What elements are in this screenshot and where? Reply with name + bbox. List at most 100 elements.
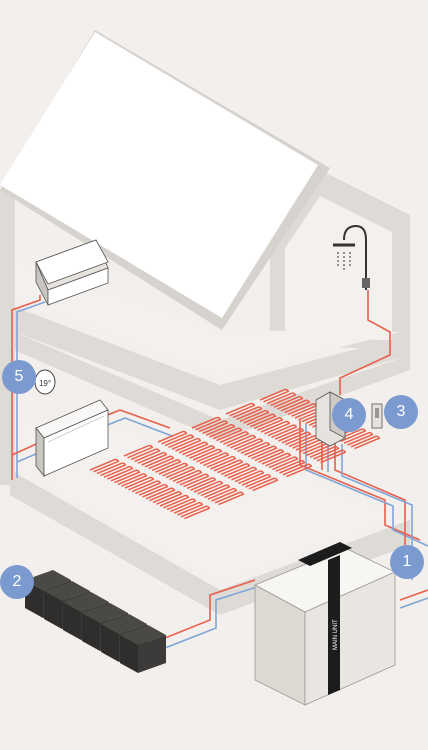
heating-loop [192,448,223,463]
badge-2-label: 2 [12,573,22,590]
heating-loop [219,431,250,445]
heating-loop [206,455,237,470]
cold-pipe-module [341,444,413,580]
heating-loop [137,451,168,466]
heating-loop [166,498,197,513]
heating-loop [259,388,290,403]
heating-loop [171,437,202,452]
heating-loop [280,399,311,414]
heating-loop [336,428,367,443]
battery-module [101,614,147,634]
badge-5[interactable]: 5 [2,360,36,394]
heating-loop [144,455,175,470]
heating-loop [241,473,272,488]
cold-pipe-battery [164,585,261,649]
heating-loop [253,417,284,431]
battery-module [25,570,71,590]
roof-panel [0,32,318,318]
heating-loop [205,423,236,438]
heating-loop [274,427,305,442]
heating-loop [260,420,291,435]
heating-loop [179,473,210,488]
badge-3-label: 3 [396,403,406,420]
battery-module-side [63,602,81,640]
heating-loop [178,441,209,456]
heating-loop [309,445,340,460]
heating-loop [232,406,263,421]
heating-loop [225,402,256,417]
heating-loop [110,469,141,484]
heating-loop [199,452,230,467]
heating-loop [240,441,271,456]
battery-storage-icon [25,570,166,673]
badge-2[interactable]: 2 [0,565,34,599]
heating-loop [124,476,155,491]
heating-loop [180,505,211,520]
heating-loop [239,409,270,424]
badge-1-label: 1 [402,553,412,570]
cold-pipe-unit [399,597,428,609]
heating-loop [103,465,134,480]
heating-loop [261,452,292,467]
heating-loop [138,483,169,498]
heating-loop [268,456,299,471]
heating-loop [220,463,251,477]
heating-loop [273,395,304,410]
battery-module-side [101,624,119,662]
hot-pipe-shower [339,290,391,395]
heating-loop [157,430,188,445]
badge-4[interactable]: 4 [332,398,366,432]
radiator-upper [35,239,109,306]
heating-loop [254,449,285,463]
heating-loop [185,445,216,459]
battery-module-front [138,635,166,673]
shower-icon [333,224,370,290]
heating-loop [159,494,190,509]
heating-loop [89,458,120,473]
heating-loop [207,487,238,502]
battery-module [44,581,90,601]
heating-loop [266,392,297,407]
battery-module-side [120,635,138,673]
heating-loop [165,466,196,481]
heating-loop [130,448,161,463]
cold-pipe-upper [16,301,46,478]
badge-1[interactable]: 1 [390,545,424,579]
hot-pipe-module [334,440,406,575]
heating-loop [282,463,313,478]
hot-pipe-battery [159,579,256,641]
heating-loop [233,438,264,453]
heating-loop [234,470,265,485]
battery-module [120,625,166,645]
heat-pump-brand-text: MAIN UNIT [333,619,339,650]
heating-loop [213,459,244,474]
heating-loop [246,413,277,428]
heating-loop [214,491,245,506]
heating-loop [96,462,127,477]
battery-module-side [82,613,100,651]
badge-3[interactable]: 3 [384,395,418,429]
heating-loop [145,487,176,502]
heating-loop [267,424,298,439]
hot-pipe-unit [399,589,428,601]
badge-5-label: 5 [14,368,24,385]
heating-loop [281,431,312,446]
heating-loop [198,420,229,435]
hot-pipe-main [299,420,421,541]
heating-loop [350,435,381,450]
heating-loop [123,444,154,459]
heating-loop [227,466,258,481]
heating-loop [316,449,347,464]
heating-loop [247,445,278,460]
heating-loop [131,480,162,495]
radiator-lower [35,399,109,478]
heating-loop [151,459,182,473]
roof [0,30,330,330]
badge-4-label: 4 [344,406,354,423]
heating-loop [173,501,204,516]
upper-floor [10,305,410,410]
wall-sensor-icon [371,403,383,429]
heating-loop [275,459,306,474]
